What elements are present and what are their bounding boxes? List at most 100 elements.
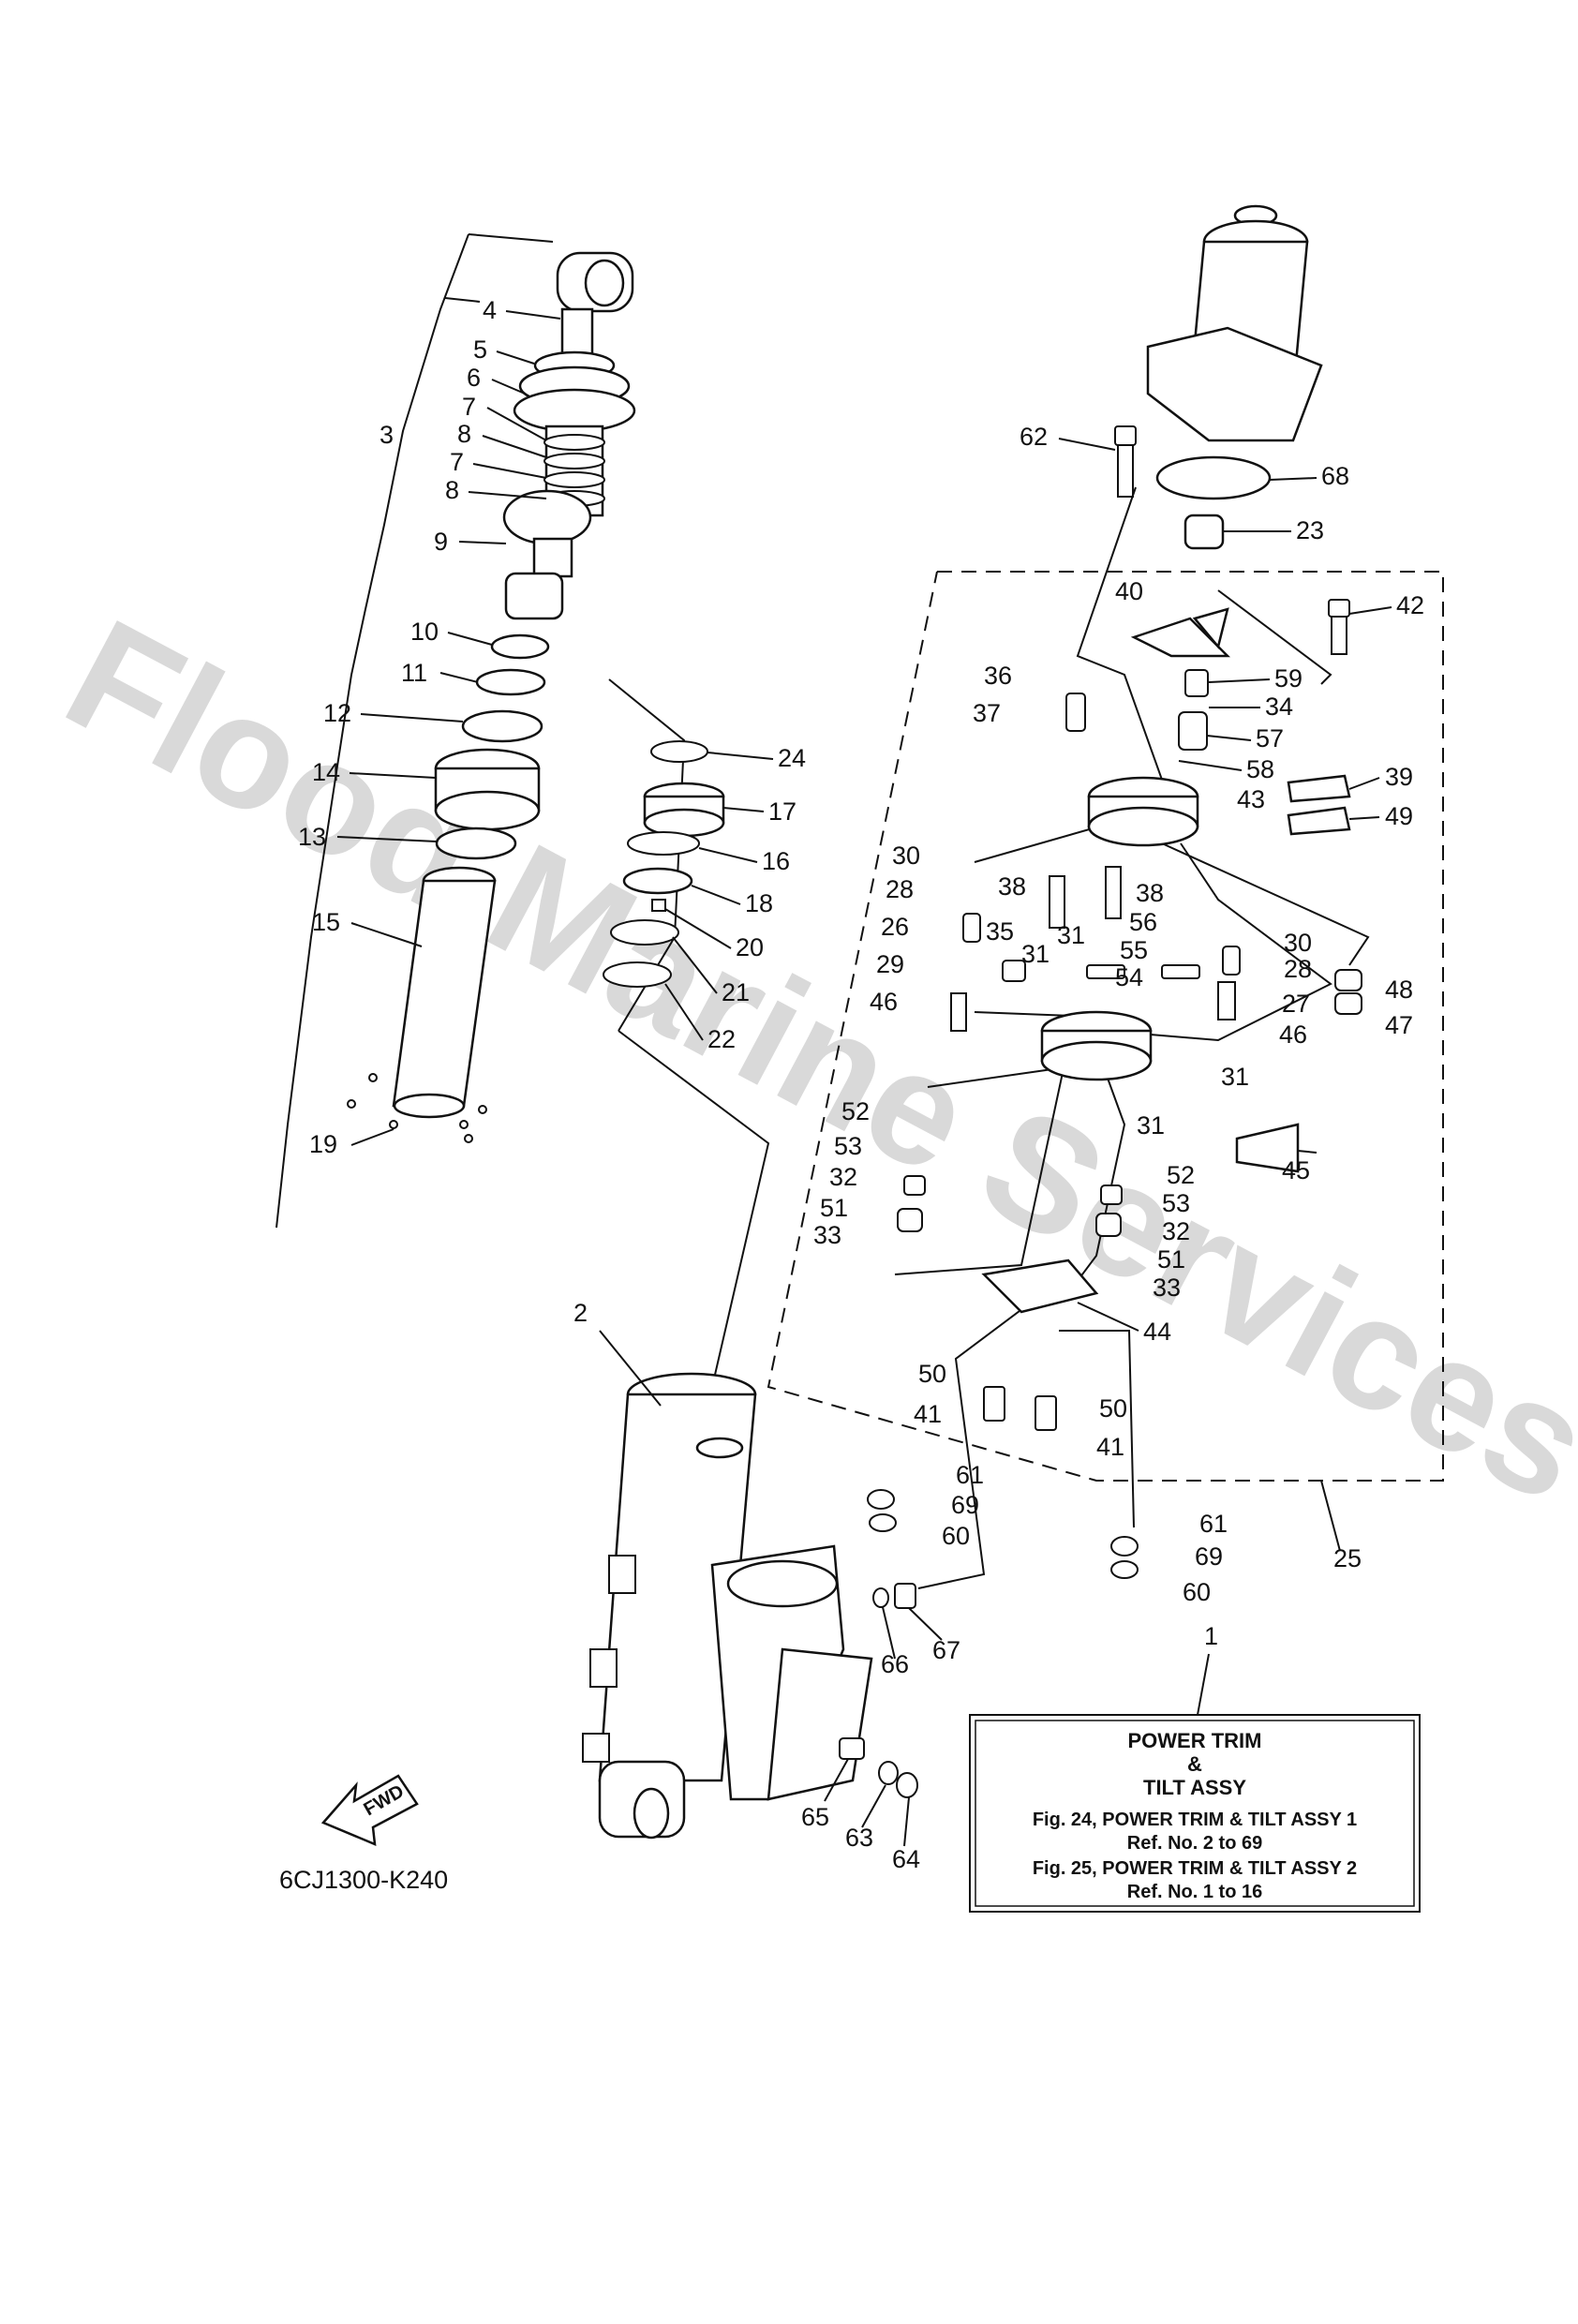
callout-48: 48 [1385,976,1413,1004]
callout-3: 3 [380,421,394,449]
part-14-gland [434,748,541,831]
callout-33b: 33 [1153,1274,1181,1302]
callout-61: 61 [956,1461,984,1489]
callout-60: 60 [942,1522,970,1550]
callout-33: 33 [813,1221,841,1249]
callout-7b: 7 [450,448,464,476]
callout-53b: 53 [1162,1189,1190,1217]
callout-63: 63 [845,1824,873,1852]
callout-24: 24 [778,744,806,772]
info-title-1: POWER TRIM [1128,1729,1262,1752]
callout-40: 40 [1115,577,1143,605]
part-42-bolt [1328,599,1350,655]
callout-11: 11 [401,659,427,687]
callout-58: 58 [1246,755,1274,783]
callout-43: 43 [1237,785,1265,813]
callout-53: 53 [834,1132,862,1160]
callout-54: 54 [1115,963,1143,991]
callout-18: 18 [745,889,773,917]
info-title-2: & [1187,1752,1202,1776]
part-19-balls [347,1073,487,1143]
callout-69b: 69 [1195,1542,1223,1571]
drawing-code: 6CJ1300-K240 [279,1866,448,1894]
callout-31d: 31 [1137,1111,1165,1140]
callout-59: 59 [1274,664,1303,693]
callout-6: 6 [467,364,481,392]
callout-22: 22 [707,1025,736,1053]
callout-69: 69 [951,1491,979,1519]
callout-26: 26 [881,913,909,941]
callout-25: 25 [1333,1544,1362,1572]
callout-60b: 60 [1183,1578,1211,1606]
info-line-1: Fig. 24, POWER TRIM & TILT ASSY 1 [1033,1810,1357,1830]
callout-12: 12 [323,699,351,727]
callout-32b: 32 [1162,1217,1190,1245]
pump-bracket [894,486,1370,1589]
callout-1: 1 [1204,1622,1218,1650]
callout-45: 45 [1282,1156,1310,1184]
callout-29: 29 [876,950,904,978]
callout-41b: 41 [1096,1433,1124,1461]
callout-19: 19 [309,1130,337,1158]
callout-64: 64 [892,1845,920,1873]
callout-31c: 31 [1221,1063,1249,1091]
callout-50b: 50 [1099,1394,1127,1423]
part-5-6-head [513,350,636,433]
motor [1146,204,1323,442]
callout-46b: 46 [1279,1020,1307,1049]
part-2-body [582,1372,873,1840]
small-valves [867,669,1362,1579]
callout-27: 27 [1282,990,1310,1018]
callout-55: 55 [1120,936,1148,964]
callout-9: 9 [434,528,448,556]
callout-30b: 30 [1284,929,1312,957]
callout-62: 62 [1020,423,1048,451]
callout-32: 32 [829,1163,857,1191]
callout-38b: 38 [1136,879,1164,907]
callout-34: 34 [1265,693,1293,721]
left-bracket [275,233,554,1229]
part-13-oring [435,827,517,860]
callout-21: 21 [722,978,750,1006]
callout-30: 30 [892,842,920,870]
callout-68: 68 [1321,462,1349,490]
callout-66: 66 [881,1650,909,1678]
callout-52b: 52 [1167,1161,1195,1189]
callout-38: 38 [998,872,1026,901]
info-line-4: Ref. No. 1 to 16 [1127,1882,1262,1902]
callout-28b: 28 [1284,955,1312,983]
callout-2: 2 [573,1299,588,1327]
callout-56: 56 [1129,908,1157,936]
callout-16: 16 [762,847,790,875]
pump-upper-block [1087,776,1199,847]
callout-23: 23 [1296,516,1324,544]
callout-52: 52 [841,1097,870,1125]
callout-41: 41 [914,1400,942,1428]
callout-31: 31 [1057,921,1085,949]
info-title-3: TILT ASSY [1143,1776,1246,1799]
callout-50: 50 [918,1360,946,1388]
watermark: Flood Marine Services [40,586,1578,1537]
callout-46: 46 [870,988,898,1016]
callout-15: 15 [312,908,340,936]
callout-7: 7 [462,393,476,421]
callout-51: 51 [820,1194,848,1222]
part-62-bolt [1114,425,1137,498]
callout-61b: 61 [1199,1510,1228,1538]
fittings [839,1583,918,1798]
callout-17: 17 [768,797,796,826]
info-box: POWER TRIM & TILT ASSY Fig. 24, POWER TR… [969,1714,1421,1913]
callout-8b: 8 [445,476,459,504]
callout-35: 35 [986,917,1014,946]
part-9-piston [502,489,592,620]
fwd-arrow: FWD [320,1774,419,1846]
callout-13: 13 [298,823,326,851]
callout-20: 20 [736,933,764,961]
info-line-3: Fig. 25, POWER TRIM & TILT ASSY 2 [1033,1858,1357,1879]
callout-67: 67 [932,1636,960,1664]
callout-10: 10 [410,618,439,646]
leader-lines [336,310,1392,1847]
middle-parts [603,740,725,988]
part-10-11-seals [461,633,550,743]
